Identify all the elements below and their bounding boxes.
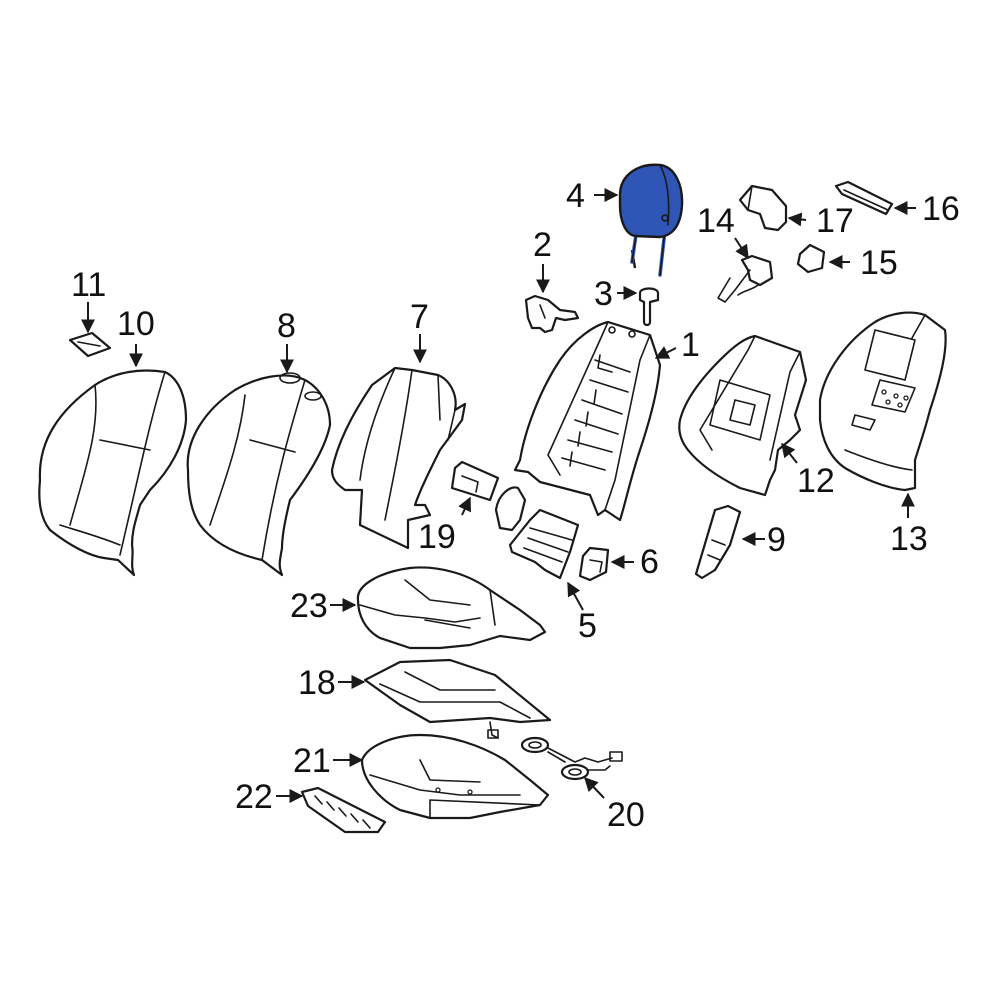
- callout-11: 11: [71, 266, 106, 304]
- part-4-headrest[interactable]: [618, 163, 684, 277]
- callout-labels: 1 2 3 4 5 6 7 8 9 10 11 12 13 14 15 16 1…: [71, 177, 960, 834]
- part-15-connector[interactable]: [796, 243, 826, 274]
- callout-23: 23: [290, 587, 328, 625]
- part-19-module[interactable]: [450, 460, 500, 502]
- part-23-seat-cover[interactable]: [356, 566, 547, 650]
- callout-4: 4: [566, 177, 585, 215]
- part-21-seat-foam[interactable]: [360, 733, 550, 820]
- callout-20: 20: [607, 796, 645, 834]
- part-1-backrest-frame[interactable]: [513, 320, 662, 522]
- part-9-side-trim[interactable]: [694, 504, 742, 580]
- callout-6: 6: [640, 543, 659, 581]
- part-22-grille[interactable]: [300, 786, 387, 834]
- part-20-sensors[interactable]: [520, 736, 623, 781]
- part-5-lumbar[interactable]: [494, 486, 580, 580]
- callout-18: 18: [298, 664, 336, 702]
- part-7-backrest-panel[interactable]: [330, 366, 467, 550]
- part-16-strip[interactable]: [834, 180, 894, 216]
- callout-8: 8: [277, 307, 296, 345]
- callout-1: 1: [681, 326, 700, 364]
- part-6-switch[interactable]: [578, 546, 610, 582]
- part-17-cover[interactable]: [738, 184, 788, 232]
- part-10-backrest-cover[interactable]: [38, 369, 188, 577]
- callout-13: 13: [890, 520, 928, 558]
- part-3-pin[interactable]: [638, 287, 660, 327]
- callout-9: 9: [767, 521, 786, 559]
- part-2-bracket[interactable]: [524, 294, 580, 334]
- callout-17: 17: [816, 202, 854, 240]
- part-13-rear-panel[interactable]: [818, 311, 947, 492]
- part-18-heat-mat[interactable]: [363, 658, 552, 739]
- callout-5: 5: [578, 607, 597, 645]
- callout-22: 22: [235, 778, 273, 816]
- callout-2: 2: [533, 226, 552, 264]
- callout-16: 16: [922, 190, 960, 228]
- callout-15: 15: [860, 244, 898, 282]
- part-11-clip[interactable]: [68, 331, 112, 358]
- callout-14: 14: [697, 202, 735, 240]
- part-12-backrest-shell[interactable]: [678, 334, 808, 497]
- part-14-harness[interactable]: [717, 254, 774, 303]
- callout-12: 12: [797, 462, 835, 500]
- callout-19: 19: [418, 518, 456, 556]
- callout-7: 7: [410, 298, 429, 336]
- callout-10: 10: [117, 305, 155, 343]
- part-8-backrest-cover[interactable]: [186, 372, 332, 577]
- callout-21: 21: [293, 742, 331, 780]
- leader-lines: [81, 188, 916, 803]
- callout-3: 3: [594, 275, 613, 313]
